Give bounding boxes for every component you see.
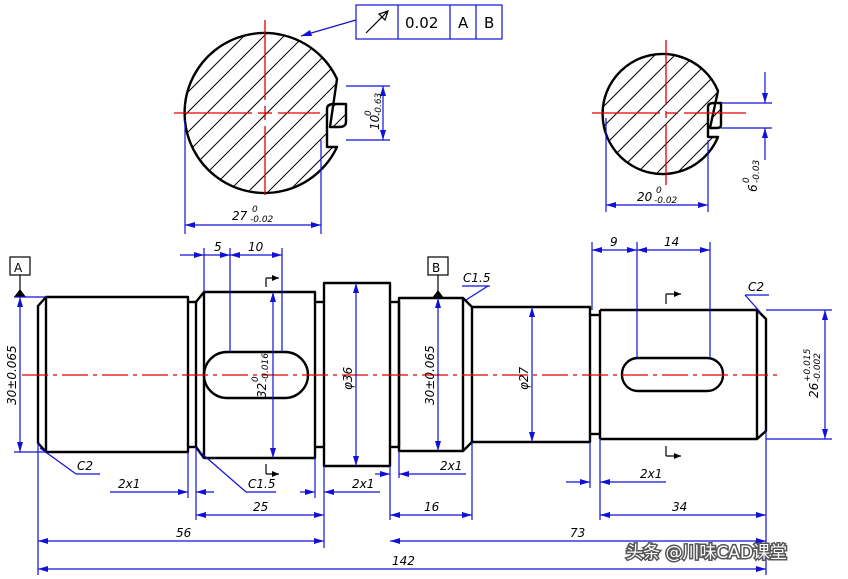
section-left-width-nom: 27 [232,209,248,223]
dia-collar: φ36 [341,366,355,390]
section-right-hatch [602,54,721,175]
len-142: 142 [392,554,415,568]
chamfer-collar: C1.5 [248,477,275,491]
section-right-outline [601,52,723,176]
section-right-width-upper: 0 [656,186,662,196]
groove-3: 2x1 [440,459,462,473]
dia-right-upper: +0.015 [803,348,813,382]
watermark: 头条 @川味CAD课堂 [625,542,789,565]
groove-2: 2x1 [352,477,374,491]
len-key1-len: 10 [248,240,264,254]
dia-keyed-lower: -0.016 [261,353,271,382]
feature-control-frame: 0.02 A B [355,4,503,40]
datum-b: B [427,256,449,298]
dia-right-nom: 26 [807,382,821,398]
len-73: 73 [570,526,585,540]
dia-mid-journal: 30±0.065 [423,345,437,405]
groove-1: 2x1 [118,477,140,491]
section-right: 20 0 -0.02 6 0 -0.03 [592,40,772,212]
section-cut-markers [265,275,681,477]
chamfer-left-end: C2 [77,459,93,473]
watermark-text: 头条 @川味CAD课堂 [626,543,787,563]
neck-section [472,305,592,444]
section-left-slot-nom: 10 [368,114,382,130]
len-25: 25 [253,500,268,514]
dia-neck: φ27 [517,366,531,390]
circular-runout-icon [365,10,389,34]
section-left-width-upper: 0 [252,205,258,215]
shaft-main-view [22,275,782,477]
len-key2-len: 14 [664,235,679,249]
len-key1-offset: 5 [214,240,222,254]
section-right-width-lower: -0.02 [654,196,678,206]
section-right-slot-lower: -0.03 [752,159,762,183]
diameter-dims: 30±0.065 32 0 -0.016 φ36 30±0.065 φ27 2 [5,283,832,466]
datum-a-label: A [14,261,23,275]
section-left-slot-lower: -0.63 [374,92,384,116]
section-left-outline [183,31,348,195]
length-dims: 5 10 9 14 2x1 2x1 2x1 [37,235,767,575]
chamfer-mid: C1.5 [463,271,490,285]
fcf-tolerance: 0.02 [405,14,438,32]
chamfer-right-end: C2 [748,280,764,294]
dia-keyed-upper: 0 [251,376,261,382]
fcf-datum-2: B [484,14,494,32]
dia-right-lower: -0.002 [813,353,823,382]
section-left-width-lower: -0.02 [250,215,274,225]
section-right-slot-nom: 6 [746,184,760,192]
chamfer-leaders: C2 C1.5 C1.5 C2 [39,271,769,493]
dia-left-journal: 30±0.065 [5,345,19,405]
datum-a: A [9,256,31,297]
fcf-datum-1: A [458,14,469,32]
groove-4: 2x1 [640,467,662,481]
datum-b-label: B [432,261,440,275]
len-34: 34 [672,500,687,514]
section-right-slot-upper: 0 [742,177,752,183]
section-left-slot-upper: 0 [364,110,374,116]
section-right-width-nom: 20 [637,190,653,204]
dia-keyed-nom: 32 [255,383,269,398]
len-56: 56 [176,526,192,540]
len-key2-offset: 9 [610,235,618,249]
len-16: 16 [424,500,440,514]
